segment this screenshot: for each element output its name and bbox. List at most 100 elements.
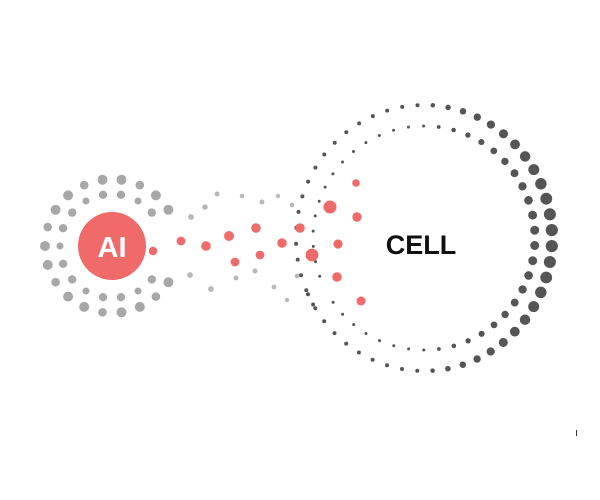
bridge-dot-19 — [239, 193, 245, 199]
bridge-dot-5 — [251, 223, 261, 233]
bridge-dot-3 — [224, 231, 234, 241]
cell-ring-dot-111-26 — [530, 241, 540, 250]
cell-dotted-rings — [294, 103, 558, 373]
cell-ring-dot-111-37 — [422, 348, 426, 352]
cell-ring-dot-111-14 — [422, 124, 426, 128]
cell-ring-dot-128-32 — [543, 255, 556, 269]
bridge-dot-28 — [289, 202, 295, 208]
cell-ring-dot-111-44 — [331, 300, 335, 304]
cell-ring-dot-128-11 — [332, 140, 337, 145]
cell-ring-dot-128-29 — [543, 208, 556, 221]
bridge-dot-7 — [277, 238, 287, 248]
cell-ring-dot-111-21 — [510, 169, 519, 178]
halo-dot-1-10 — [42, 259, 53, 270]
cell-ring-dot-128-38 — [498, 337, 508, 347]
halo-dot-0-16 — [147, 208, 156, 217]
bridge-dot-14 — [356, 296, 366, 306]
cell-ring-dot-111-36 — [437, 347, 441, 351]
bridge-dot-12 — [332, 272, 342, 282]
cell-ring-dot-111-32 — [490, 321, 498, 329]
cell-ring-dot-128-12 — [344, 130, 349, 135]
cell-ring-dot-128-40 — [473, 355, 481, 363]
halo-dot-1-13 — [50, 204, 61, 215]
cell-ring-dot-111-25 — [530, 225, 540, 235]
cell-ring-dot-128-25 — [519, 151, 531, 162]
bridge-dot-13 — [352, 212, 362, 222]
bridge-dot-18 — [214, 191, 220, 197]
cell-ring-dot-128-16 — [400, 104, 405, 109]
tiny-mark — [576, 430, 577, 436]
halo-dot-1-6 — [98, 308, 107, 317]
cell-ring-dot-111-5 — [317, 199, 321, 203]
cell-ring-dot-111-43 — [341, 312, 345, 316]
ai-label: AI — [98, 232, 127, 264]
cell-ring-dot-111-30 — [510, 298, 519, 307]
cell-ring-dot-128-3 — [295, 257, 300, 262]
halo-dot-0-9 — [56, 242, 64, 250]
halo-dot-0-15 — [134, 197, 142, 205]
cell-ring-dot-128-19 — [445, 104, 451, 111]
cell-ring-dot-111-35 — [451, 343, 457, 349]
cell-ring-dot-128-22 — [486, 120, 496, 129]
cell-ring-dot-128-30 — [545, 224, 558, 237]
cell-ring-dot-128-13 — [357, 121, 362, 126]
bridge-dot-2 — [201, 241, 211, 251]
cell-ring-dot-111-40 — [378, 339, 381, 343]
cell-ring-dot-128-50 — [332, 331, 337, 336]
bridge-dot-16 — [188, 214, 194, 220]
cell-ring-dot-128-21 — [473, 113, 482, 121]
ai-dotted-halo — [40, 174, 174, 318]
cell-ring-dot-128-4 — [294, 241, 299, 246]
cell-ring-dot-111-0 — [318, 274, 322, 278]
bridge-dot-11 — [333, 239, 343, 249]
cell-ring-dot-128-34 — [535, 286, 547, 299]
cell-ring-dot-111-7 — [331, 172, 335, 176]
cell-ring-dot-128-53 — [306, 292, 310, 297]
cell-ring-dot-128-39 — [486, 347, 495, 356]
cell-ring-dot-111-22 — [518, 182, 527, 191]
bridge-dot-8 — [295, 223, 305, 233]
cell-ring-dot-128-26 — [528, 164, 540, 176]
halo-dot-1-19 — [150, 190, 161, 201]
cell-ring-dot-128-28 — [540, 192, 553, 205]
cell-ring-dot-128-41 — [459, 361, 467, 368]
cell-ring-dot-128-18 — [430, 103, 436, 108]
cell-ring-dot-111-16 — [451, 127, 456, 133]
cell-label: CELL — [386, 230, 457, 260]
bridge-dot-24 — [252, 268, 258, 274]
halo-dot-0-12 — [82, 197, 90, 205]
cell-ring-dot-128-24 — [510, 139, 520, 150]
halo-dot-1-20 — [163, 204, 174, 215]
cell-ring-dot-128-27 — [535, 178, 547, 190]
cell-ring-dot-111-39 — [392, 344, 396, 348]
bridge-dot-27 — [275, 193, 281, 199]
cell-ring-dot-128-0 — [311, 302, 316, 307]
cell-ring-dot-128-49 — [344, 341, 349, 346]
cell-ring-dot-128-48 — [356, 350, 361, 355]
cell-ring-dot-128-14 — [370, 114, 375, 119]
cell-ring-dot-111-17 — [465, 132, 471, 138]
cell-ring-dot-111-20 — [501, 157, 509, 166]
cell-ring-dot-111-15 — [436, 125, 441, 129]
cell-ring-dot-111-8 — [341, 160, 344, 164]
halo-dot-0-2 — [147, 275, 156, 284]
halo-dot-0-3 — [134, 287, 142, 295]
cell-ring-dot-128-35 — [528, 301, 540, 313]
halo-dot-0-10 — [58, 224, 68, 233]
cell-ring-dot-111-24 — [528, 210, 538, 220]
halo-dot-1-9 — [51, 277, 60, 287]
bridge-dot-20 — [259, 199, 265, 205]
bridge-dot-6 — [255, 250, 265, 260]
cell-ring-dot-128-47 — [370, 357, 375, 362]
halo-dot-1-4 — [134, 301, 145, 312]
bridge-dot-22 — [208, 286, 214, 292]
halo-dot-1-12 — [43, 222, 52, 232]
cell-ring-dot-111-4 — [313, 214, 317, 218]
cell-ring-dot-128-37 — [509, 326, 520, 337]
halo-dot-0-5 — [98, 293, 108, 302]
cell-ring-dot-128-9 — [313, 165, 318, 170]
halo-dot-1-15 — [79, 180, 89, 190]
cell-ring-dot-128-2 — [299, 273, 304, 278]
cell-ring-dot-128-15 — [385, 108, 390, 113]
